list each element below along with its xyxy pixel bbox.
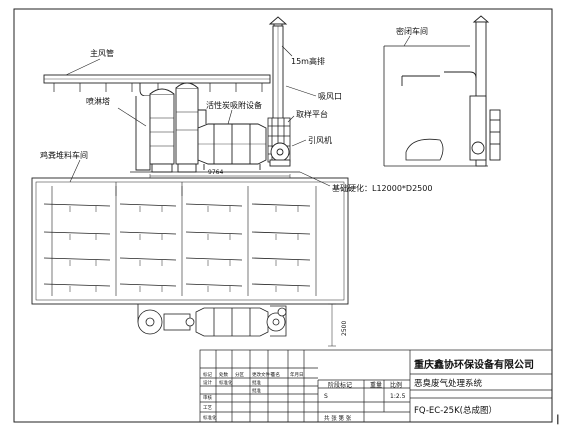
role-cell: 工艺	[203, 405, 212, 411]
depth-dimension	[328, 303, 336, 347]
sheet-info: 共 张 第 张	[324, 414, 352, 422]
scale-label: 比例	[390, 381, 402, 389]
plan-view-equipment	[137, 304, 287, 337]
role-cells: 设计 审核 工艺 标准化 批准 标准化 批准	[203, 379, 261, 421]
sealed-room	[383, 45, 488, 167]
manure-room-label: 鸡粪堆料车间	[40, 150, 88, 160]
stack-label: 15m高排	[291, 56, 325, 66]
scale-value: 1:2.5	[390, 393, 406, 400]
stage-mark-label: 阶段标记	[328, 381, 352, 389]
foundation-label: 基础硬化：L12000*D2500	[332, 183, 432, 193]
sampling-platform-label: 取样平台	[296, 109, 328, 119]
drawing-number: FQ-EC-25K(总成图）	[414, 405, 497, 416]
title-block	[199, 349, 553, 423]
sealed-room-label: 密闭车间	[396, 26, 428, 36]
role-cell: 标准化	[203, 414, 217, 421]
role-cell: 批准	[252, 387, 261, 394]
role-cell: 审核	[203, 394, 212, 401]
weight-label: 重量	[370, 381, 382, 389]
main-duct	[43, 74, 271, 97]
bottom-marker: |	[556, 414, 560, 425]
stage-value: S	[324, 393, 328, 400]
spray-tower	[135, 88, 175, 173]
width-dimension	[149, 174, 291, 178]
induced-draft-fan	[269, 142, 291, 167]
main-duct-label: 主风管	[90, 48, 114, 58]
width-dimension-label: 9764	[208, 169, 223, 176]
spray-tower-label: 喷淋塔	[86, 96, 110, 106]
carbon-adsorber-label: 活性炭吸附设备	[206, 100, 262, 110]
header-cells: 标记 处数 分区 更改文件号 签名 年月日	[203, 371, 304, 378]
fan-label: 引风机	[308, 135, 332, 145]
stack	[268, 16, 288, 127]
header-cell: 处数	[219, 371, 228, 378]
manure-room	[31, 177, 349, 305]
header-cell: 年月日	[290, 371, 304, 378]
role-cell: 标准化	[219, 379, 233, 386]
company-name: 重庆鑫协环保设备有限公司	[414, 358, 534, 371]
depth-dimension-label: 2500	[341, 321, 348, 336]
header-cell: 更改文件号	[252, 371, 275, 378]
role-cell: 批准	[252, 379, 261, 386]
header-cell: 分区	[235, 371, 244, 378]
header-cell: 标记	[203, 371, 212, 378]
header-cell: 签名	[271, 371, 280, 378]
role-cell: 设计	[203, 379, 212, 386]
suction-port-label: 吸风口	[318, 92, 342, 101]
carbon-adsorber	[197, 123, 267, 170]
system-name: 恶臭废气处理系统	[414, 378, 483, 389]
sealed-room-stack	[444, 15, 501, 167]
